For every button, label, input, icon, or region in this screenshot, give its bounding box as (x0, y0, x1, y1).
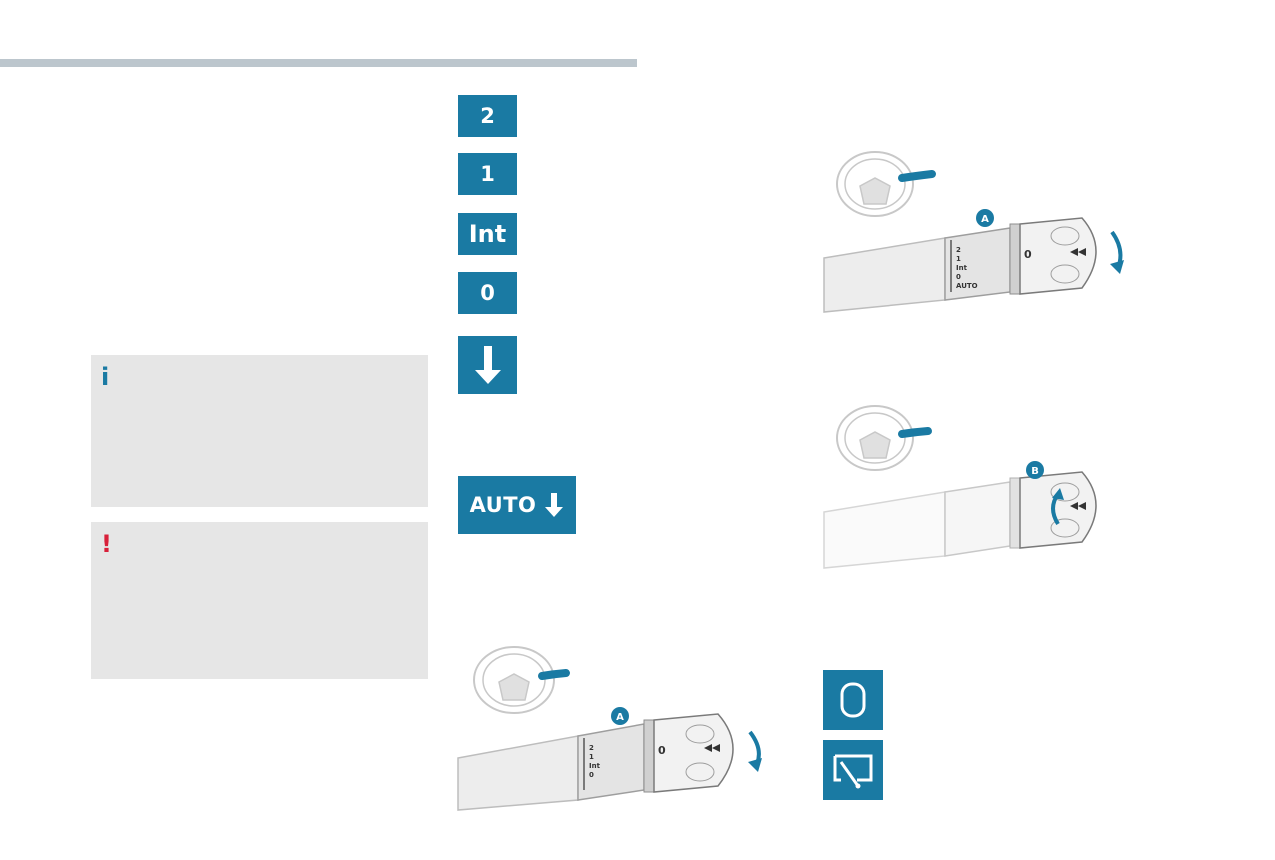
auto-label: AUTO (469, 493, 537, 517)
rear-wiper-off-badge (823, 670, 883, 730)
speed-2-badge: 2 (458, 95, 517, 137)
off-label: 0 (480, 281, 495, 305)
scale-1-label: 1 (589, 753, 594, 761)
steering-wheel-icon (836, 405, 932, 471)
info-note: i (91, 355, 428, 507)
scale-2-label: 2 (956, 246, 961, 254)
scale-0-label: 0 (956, 273, 961, 281)
speed-1-label: 1 (480, 162, 495, 186)
arrow-down-icon (545, 493, 564, 517)
wiper-stalk-illustration-wash: B (820, 400, 1140, 580)
scale-1-label: 1 (956, 255, 961, 263)
scale-0-label: 0 (589, 771, 594, 779)
callout-b: B (1031, 466, 1039, 477)
steering-wheel-icon (473, 646, 570, 714)
off-badge: 0 (458, 272, 517, 314)
ring-0-label: 0 (1024, 248, 1032, 261)
scale-2-label: 2 (589, 744, 594, 752)
steering-wheel-icon (836, 151, 936, 217)
speed-1-badge: 1 (458, 153, 517, 195)
intermittent-badge: Int (458, 213, 517, 255)
intermittent-label: Int (468, 220, 507, 248)
scale-int-label: Int (589, 762, 601, 770)
warning-note: ! (91, 522, 428, 679)
scale-int-label: Int (956, 264, 968, 272)
wiper-stalk-illustration-auto: 2 1 Int 0 AUTO 0 A (820, 140, 1140, 320)
ring-0-label: 0 (658, 744, 666, 757)
rear-wiper-badge (823, 740, 883, 800)
info-icon: i (101, 363, 110, 391)
single-wipe-badge (458, 336, 517, 394)
callout-a: A (616, 712, 624, 723)
rear-wiper-off-icon (840, 682, 866, 718)
auto-badge: AUTO (458, 476, 576, 534)
speed-2-label: 2 (480, 104, 495, 128)
section-rule (0, 59, 637, 67)
arrow-down-icon (474, 346, 501, 384)
scale-auto-label: AUTO (956, 282, 978, 290)
wiper-stalk-illustration-basic: 2 1 Int 0 0 A (456, 640, 786, 815)
callout-a: A (981, 214, 989, 225)
rear-wiper-icon (833, 754, 873, 789)
warning-icon: ! (101, 530, 112, 558)
